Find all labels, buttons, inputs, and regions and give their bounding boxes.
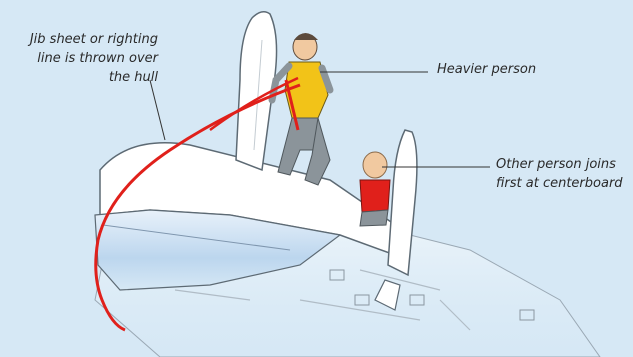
label-heavier-person: Heavier person	[437, 60, 536, 79]
life-vest	[360, 180, 390, 212]
head	[363, 152, 387, 178]
other-person	[360, 152, 390, 226]
label-jib-sheet: Jib sheet or righting line is thrown ove…	[0, 30, 158, 87]
heavier-person	[272, 33, 330, 185]
leader-jib	[150, 80, 165, 140]
label-other-person: Other person joins first at centerboard	[496, 155, 623, 193]
